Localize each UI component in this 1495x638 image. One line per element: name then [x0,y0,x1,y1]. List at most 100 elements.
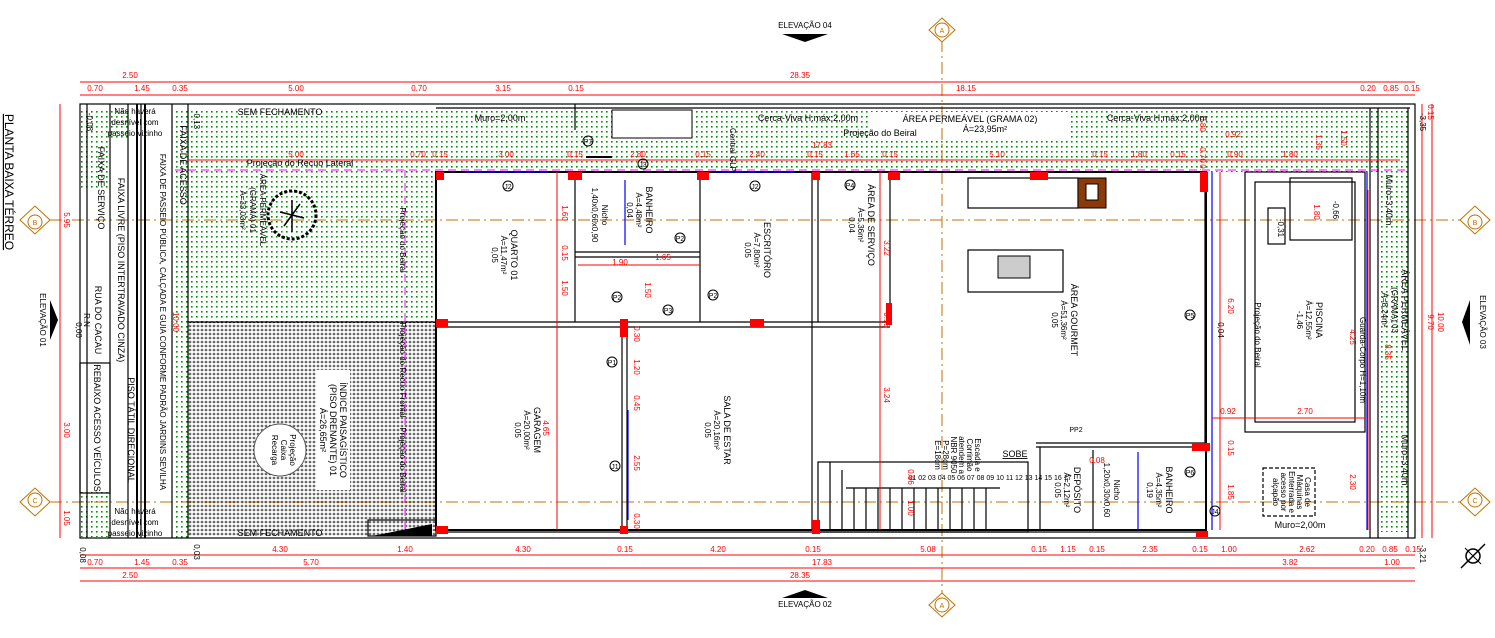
label-rooms-servico-level: 0,04 [847,217,856,233]
label-dimensions-inner_v-23: 1.35 [1314,134,1323,150]
label-notes-escada-0: Escada e [973,438,982,472]
elevation-01-arrow [50,300,58,340]
label-dimensions-bottom_parts-2: 4.30 [515,545,531,554]
pillars [436,172,1210,537]
label-dimensions-inner_top-14: 1.80 [1131,150,1147,159]
label-rooms-paisagistico-name: ÍNDICE PAISAGÍSTICO [338,382,348,478]
north-arrow-icon [1460,543,1486,569]
label-levels-2: -3,35 [1418,113,1427,132]
label-dimensions-inner_top-17: 0.90 [1227,150,1243,159]
label-street-desnivel_2: desnível com [111,518,158,527]
label-levels-7: -0,31 [1276,219,1285,238]
label-rooms-gourmet-name: ÁREA GOURMET [1069,284,1079,357]
recharge-box-projection [253,423,307,477]
axis-marker-b-right: B [1459,205,1491,235]
label-axes-b: B [1473,220,1478,227]
label-levels-4: 0,03 [192,544,201,560]
label-rooms-deposito-level: 0,05 [1053,482,1062,498]
label-rooms-escritorio-level: 0,05 [743,242,752,258]
label-door_tags-6: P2 [709,293,718,300]
label-dimensions-inner_v-29: 0.92 [1220,407,1236,416]
label-dimensions-inner_v-33: 9.70 [1426,314,1435,330]
stair-steps: 01 02 03 04 05 06 07 08 09 10 11 12 13 1… [909,475,1072,482]
label-dimensions-top_parts-3: 5.00 [288,84,304,93]
faixa-servico-label: FAIXA DE SERVIÇO [96,147,106,230]
label-door_tags-5: P3 [664,308,673,315]
label-dimensions-top_parts-8: 0.20 [1360,84,1376,93]
label-rooms-quarto-area: Á=11,47m² [499,236,508,275]
label-notes-escada-3: NBR 9050 [949,437,958,474]
label-dimensions-inner_top-7: 2.40 [749,150,765,159]
label-dimensions-inner_v-10: 0.45 [632,395,641,411]
label-dimensions-bottom_parts-4: 4.20 [710,545,726,554]
label-dimensions-inner_v-18: 0.15 [1226,440,1235,456]
label-dimensions-inner_v-31: 0.08 [1089,456,1105,465]
label-door_tags-2: P4 [846,183,855,190]
rn-label: R.N [82,313,91,327]
label-dimensions-inner_v-28: 8.35 [1383,344,1392,360]
label-dimensions-inner_v-32: 0.15 [1426,104,1435,120]
stairs: 01 02 03 04 05 06 07 08 09 10 11 12 13 1… [829,462,1072,530]
label-dimensions-bottom_mid-3: 5.70 [303,558,319,567]
label-dimensions-inner_top-2: 0.15 [432,150,448,159]
label-notes-casa_maquinas-1: Máquinas [1295,475,1304,510]
notes: SEM FECHAMENTO SEM FECHAMENTO Muro=2,00m… [238,107,1410,538]
label-dimensions-bottom_mid-5: 3.82 [1282,558,1298,567]
drainage-paving-area [188,322,436,536]
label-notes-guarda_corpo: Guarda-Corpo H=1,10m [1358,317,1367,403]
label-notes-cerca_viva: Cerca-Viva H.máx:2,00m [758,113,858,123]
label-dimensions-top_parts-6: 0.15 [568,84,584,93]
label-notes-sobe: SOBE [1002,449,1027,459]
label-dimensions-bottom_parts-9: 0.15 [1089,545,1105,554]
label-notes-escada-1: Corrimão [965,439,974,472]
label-dimensions-inner_v-20: 0.80 [1198,116,1207,132]
label-dimensions-inner_v-0: 1.60 [560,205,569,221]
label-notes-casa_maquinas-3: acesso por [1279,472,1288,511]
label-axes-a: A [940,603,945,610]
label-dimensions-top_parts-10: 0.15 [1404,84,1420,93]
label-dimensions-inner_v-7: 0.15 [882,312,891,328]
label-dimensions-left-0: 5.95 [62,212,71,228]
faixa-passeio-label: FAIXA DE PASSEIO PÚBLICA, CALÇADA E GUIA… [158,154,167,491]
street-labels: FAIXA DE SERVIÇO FAIXA LIVRE (PISO INTER… [74,107,188,538]
label-dimensions-top_parts-5: 3.15 [495,84,511,93]
label-dimensions-inner_v-26: 4.25 [1348,329,1357,345]
label-rooms-nicho2-size: 1,20x0,30x0,60 [1102,463,1111,518]
label-notes-central_glp: Central GLP [728,128,737,172]
label-dimensions-inner_v-16: 1.00 [906,500,915,516]
label-dimensions-inner_v-30: 2.70 [1297,407,1313,416]
label-rooms-sala-level: 0,05 [703,422,712,438]
label-dimensions-inner_v-25: 1.80 [1312,204,1321,220]
label-rooms-nicho1-name: Nicho [600,205,609,226]
level-marks: -0,08 -0,13 -3,35 -3,21 0,03 0,08 -0,66 … [78,111,1427,564]
label-dimensions-bottom_parts-14: 0.20 [1359,545,1375,554]
label-notes-proj_beiral: Projeção do Beiral [398,207,407,273]
label-door_tags-1: J2 [751,184,759,191]
elevation-03-arrow [1462,300,1470,345]
glp-central-box [611,109,693,139]
label-notes-sem_fechamento: SEM FECHAMENTO [238,528,323,538]
label-rooms-permeavel3-area: Á=8,24m² [1380,293,1389,328]
label-dimensions-top_parts-7: 18.15 [956,84,977,93]
label-dimensions-inner_v-2: 1.50 [560,280,569,296]
label-dimensions-inner_v-4: 1.65 [655,253,671,262]
rn-level: 0,00 [74,322,83,338]
label-rooms-escritorio-area: Á=7,80m² [752,233,761,268]
label-door_tags-3: P2 [676,236,685,243]
label-door_tags-0: J2 [504,184,512,191]
label-rooms-quarto-name: QUARTO 01 [509,230,519,281]
label-dimensions-inner_top-12: 5.10 [989,150,1005,159]
label-notes-proj_beiral: Projeção do Beiral [398,427,407,493]
tree-icon [266,189,318,241]
label-rooms-quarto-level: 0,05 [490,247,499,263]
axis-marker-c-left: C [19,487,51,517]
label-dimensions-bottom_parts-5: 0.15 [805,545,821,554]
area-permeavel-01: ÁREA PERMEÁVEL(GRAMA) 01Á=33,03m² [238,174,267,247]
label-dimensions-left-1: 3.00 [62,422,71,438]
